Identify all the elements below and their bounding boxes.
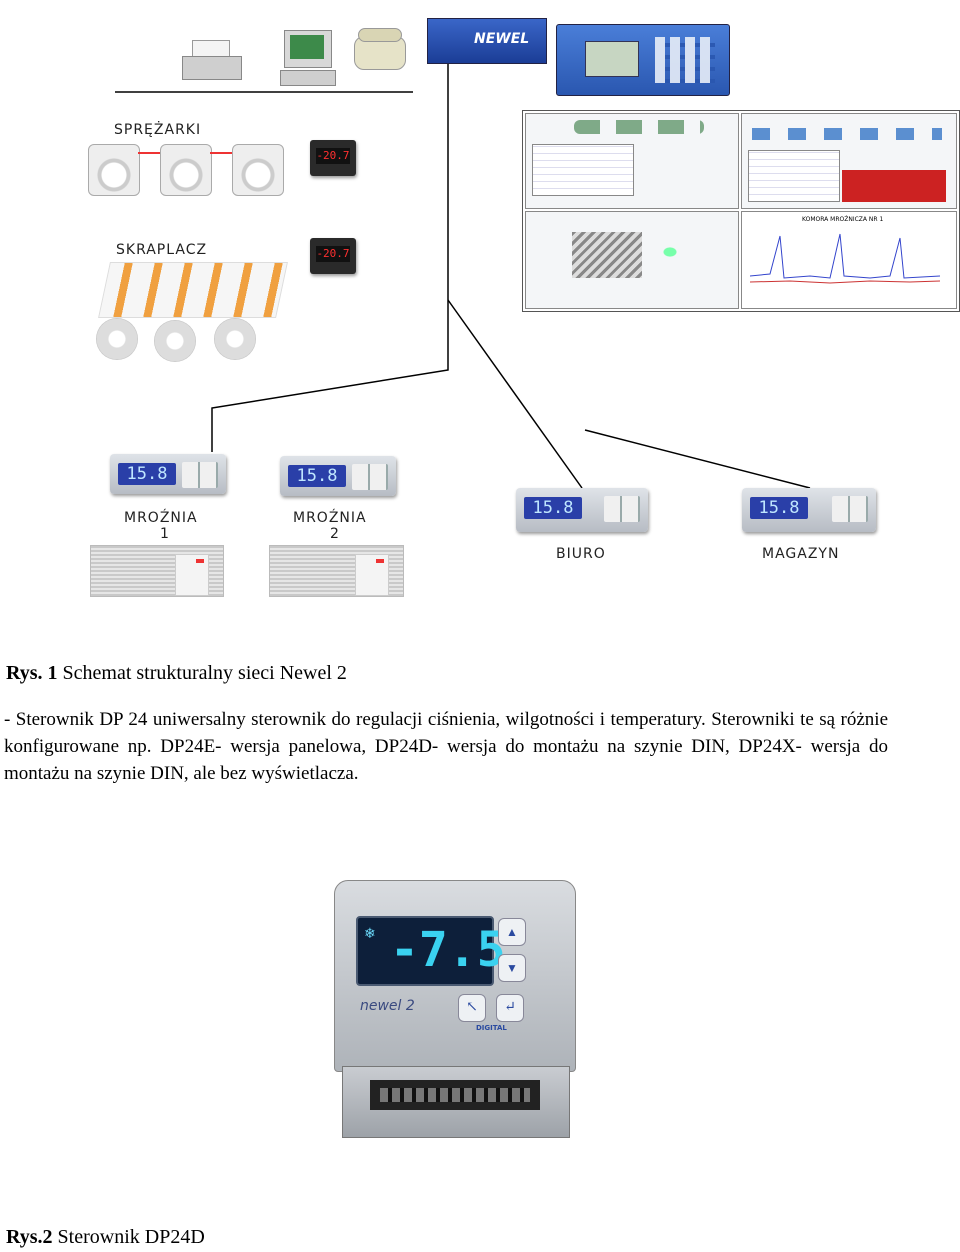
freezer2-number: 2	[330, 526, 340, 542]
description-paragraph: - Sterownik DP 24 uniwersalny sterownik …	[4, 709, 888, 784]
network-diagram: NEWEL SPRĘŻARKI -20.7 SKRAPLACZ -20.7	[0, 0, 960, 600]
freezer1-number: 1	[160, 526, 170, 542]
office-label: BIURO	[556, 546, 606, 562]
connection-lines	[115, 60, 811, 489]
central-controller: NEWEL	[427, 18, 547, 64]
figure1-caption: Rys. 1 Schemat strukturalny sieci Newel …	[6, 662, 347, 685]
printer-icon	[182, 40, 242, 84]
freezer1-controller: 15.8	[110, 454, 226, 494]
dp24d-device: -7.5 ❄ ▲ ▼ ↖ ↵ newel 2 DIGITAL	[326, 876, 578, 1138]
down-arrow-button: ▼	[498, 954, 526, 982]
enter-button: ↵	[496, 994, 524, 1022]
device-display-value: -7.5	[390, 922, 506, 978]
figure2-caption-prefix: Rys.2	[6, 1226, 53, 1248]
warehouse-controller: 15.8	[742, 488, 876, 532]
freezer1-label: MROŹNIA	[124, 510, 198, 526]
phone-icon	[354, 28, 406, 70]
compressors-group	[88, 144, 288, 196]
compressor-display: -20.7	[310, 140, 356, 176]
brand-logo: NEWEL	[474, 31, 530, 47]
snowflake-icon: ❄	[364, 927, 376, 942]
figure1-caption-prefix: Rys. 1	[6, 662, 58, 684]
condenser-unit	[96, 262, 288, 362]
device-sub-label: DIGITAL	[476, 1024, 507, 1032]
device-brand: newel 2	[360, 998, 415, 1014]
freezer1-room	[90, 545, 224, 597]
warehouse-label: MAGAZYN	[762, 546, 840, 562]
monitoring-screens: KOMORA MROŹNICZA NR 1	[522, 110, 960, 312]
freezer2-room	[269, 545, 404, 597]
computer-icon	[280, 30, 336, 86]
condenser-display: -20.7	[310, 238, 356, 274]
up-arrow-button: ▲	[498, 918, 526, 946]
freezer2-controller: 15.8	[280, 456, 396, 496]
condenser-label: SKRAPLACZ	[116, 242, 208, 258]
cursor-button: ↖	[458, 994, 486, 1022]
figure1-caption-text: Schemat strukturalny sieci Newel 2	[57, 662, 347, 684]
device-display: -7.5 ❄	[356, 916, 506, 986]
compressors-label: SPRĘŻARKI	[114, 122, 202, 138]
figure2-caption-text: Sterownik DP24D	[52, 1226, 205, 1248]
office-controller: 15.8	[516, 488, 648, 532]
keypad-terminal	[556, 24, 730, 96]
figure2-caption: Rys.2 Sterownik DP24D	[6, 1226, 205, 1249]
freezer2-label: MROŹNIA	[293, 510, 367, 526]
screen-title: KOMORA MROŹNICZA NR 1	[802, 216, 884, 223]
